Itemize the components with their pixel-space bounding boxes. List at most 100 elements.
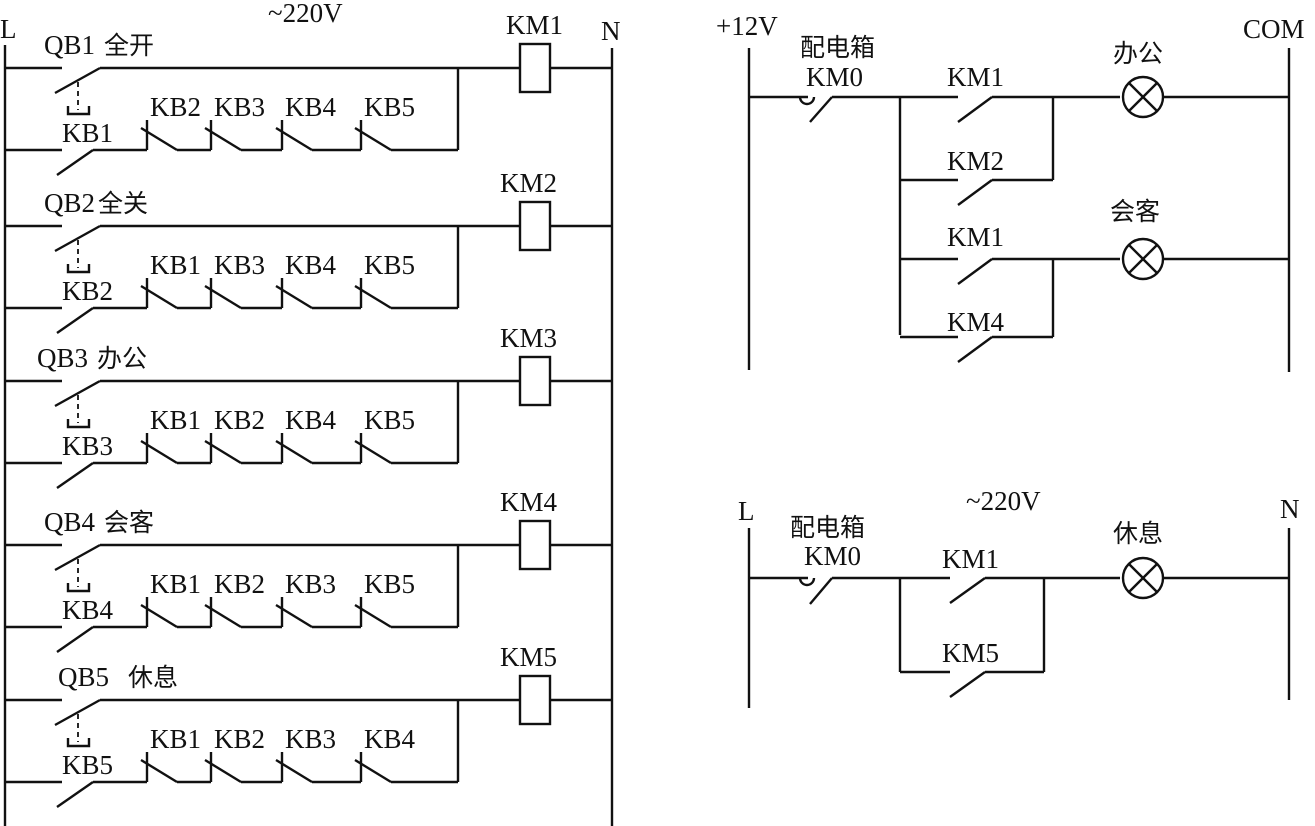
nc-contact-blade bbox=[140, 284, 178, 310]
button-label: KB5 bbox=[62, 750, 113, 780]
main-contact-blade bbox=[809, 96, 833, 123]
supply-220v-label: ~220V bbox=[966, 486, 1041, 516]
interlock-contact-kb3: KB3 bbox=[275, 724, 361, 784]
nc-contact-blade bbox=[354, 439, 392, 465]
lamp-label: 休息 bbox=[1113, 519, 1163, 548]
contact-blade-km1 bbox=[949, 577, 986, 604]
interlock-label: KB5 bbox=[364, 405, 415, 435]
interlock-contact-kb2: KB2 bbox=[204, 569, 282, 629]
interlock-contact-kb5: KB5 bbox=[354, 250, 458, 310]
interlock-contact-kb5: KB5 bbox=[354, 405, 458, 465]
selector-contact-blade bbox=[54, 66, 101, 95]
coil-label: KM1 bbox=[506, 10, 563, 40]
pushbutton-head bbox=[66, 106, 91, 116]
interlock-label: KB1 bbox=[150, 405, 201, 435]
interlock-label: KB5 bbox=[364, 569, 415, 599]
interlock-label: KB4 bbox=[285, 250, 337, 280]
relay-coil bbox=[518, 519, 552, 571]
n-rail-label: N bbox=[1280, 494, 1300, 524]
nc-contact-blade bbox=[140, 603, 178, 629]
pushbutton-contact-blade bbox=[56, 149, 94, 176]
branch-1-contact-a-label: KM1 bbox=[947, 62, 1004, 92]
nc-contact-blade bbox=[204, 439, 242, 465]
pushbutton-contact-blade bbox=[56, 462, 94, 489]
pushbutton-contact-blade bbox=[56, 781, 94, 808]
selector-function-label: 休息 bbox=[128, 663, 178, 692]
interlock-label: KB5 bbox=[364, 250, 415, 280]
right-bottom-lamp-circuit: ~220V L N 配电箱 KM0 KM1 KM5 休息 bbox=[738, 486, 1300, 708]
supply-12v-label: +12V bbox=[716, 11, 778, 41]
selector-function-label: 会客 bbox=[104, 508, 154, 537]
right-top-lamp-circuit: +12V COM 配电箱 KM0 KM1 KM2 办公 KM1 KM4 会客 bbox=[716, 11, 1305, 372]
interlock-contact-kb2: KB2 bbox=[204, 405, 282, 465]
coil-label: KM3 bbox=[500, 323, 557, 353]
selector-label: QB3 bbox=[37, 343, 88, 373]
selector-contact-blade bbox=[54, 543, 101, 572]
interlock-contact-kb2: KB2 bbox=[140, 92, 211, 152]
button-label: KB1 bbox=[62, 118, 113, 148]
interlock-contact-kb4: KB4 bbox=[354, 724, 458, 784]
interlock-label: KB3 bbox=[285, 724, 336, 754]
interlock-label: KB1 bbox=[150, 724, 201, 754]
selector-function-label: 全关 bbox=[98, 189, 148, 218]
pushbutton-head bbox=[66, 738, 91, 748]
supply-voltage-label: ~220V bbox=[268, 0, 343, 28]
branch-2-contact-b-label: KM4 bbox=[947, 307, 1005, 337]
main-switch-group-label: 配电箱 bbox=[790, 513, 865, 542]
lamp-cross-b bbox=[1128, 82, 1158, 112]
interlock-contact-kb1: KB1 bbox=[140, 569, 211, 629]
nc-contact-blade bbox=[354, 603, 392, 629]
nc-contact-blade bbox=[140, 126, 178, 152]
com-label: COM bbox=[1243, 14, 1305, 44]
lamp-rest bbox=[1121, 556, 1165, 600]
branch-2-contact-a-label: KM1 bbox=[947, 222, 1004, 252]
lamp-1-label: 办公 bbox=[1113, 39, 1163, 68]
coil-label: KM5 bbox=[500, 642, 557, 672]
selector-function-label: 办公 bbox=[97, 344, 147, 373]
nc-contact-blade bbox=[354, 126, 392, 152]
main-switch-label: KM0 bbox=[804, 541, 861, 571]
delay-symbol bbox=[798, 577, 816, 587]
interlock-label: KB4 bbox=[285, 92, 337, 122]
interlock-contact-kb5: KB5 bbox=[354, 92, 458, 152]
button-label: KB3 bbox=[62, 431, 113, 461]
lamp-2-label: 会客 bbox=[1110, 197, 1160, 226]
main-contact-blade bbox=[809, 577, 833, 605]
contact-blade-km2 bbox=[957, 179, 993, 206]
interlock-label: KB2 bbox=[214, 405, 265, 435]
nc-contact-blade bbox=[275, 126, 313, 152]
main-switch-label: KM0 bbox=[806, 62, 863, 92]
coil-label: KM4 bbox=[500, 487, 558, 517]
interlock-contact-kb3: KB3 bbox=[204, 250, 282, 310]
interlock-contact-kb1: KB1 bbox=[140, 724, 211, 784]
nc-contact-blade bbox=[140, 439, 178, 465]
interlock-contact-kb1: KB1 bbox=[140, 405, 211, 465]
interlock-label: KB1 bbox=[150, 569, 201, 599]
relay-coil bbox=[518, 200, 552, 252]
selector-function-label: 全开 bbox=[104, 31, 154, 60]
contact-a-label: KM1 bbox=[942, 544, 999, 574]
pushbutton-contact-blade bbox=[56, 626, 94, 653]
contact-blade-km4 bbox=[957, 336, 993, 363]
left-rail-label: L bbox=[0, 14, 17, 44]
selector-label: QB4 bbox=[44, 507, 96, 537]
contact-b-label: KM5 bbox=[942, 638, 999, 668]
main-switch-group-label: 配电箱 bbox=[800, 33, 875, 62]
interlock-label: KB1 bbox=[150, 250, 201, 280]
relay-coil bbox=[518, 674, 552, 726]
interlock-label: KB2 bbox=[150, 92, 201, 122]
nc-contact-blade bbox=[275, 284, 313, 310]
nc-contact-blade bbox=[204, 603, 242, 629]
interlock-contact-kb4: KB4 bbox=[275, 92, 361, 152]
interlock-label: KB2 bbox=[214, 724, 265, 754]
nc-contact-blade bbox=[204, 126, 242, 152]
contact-blade-km1 bbox=[957, 96, 993, 123]
interlock-label: KB3 bbox=[285, 569, 336, 599]
interlock-contact-kb3: KB3 bbox=[275, 569, 361, 629]
pushbutton-head bbox=[66, 264, 91, 274]
